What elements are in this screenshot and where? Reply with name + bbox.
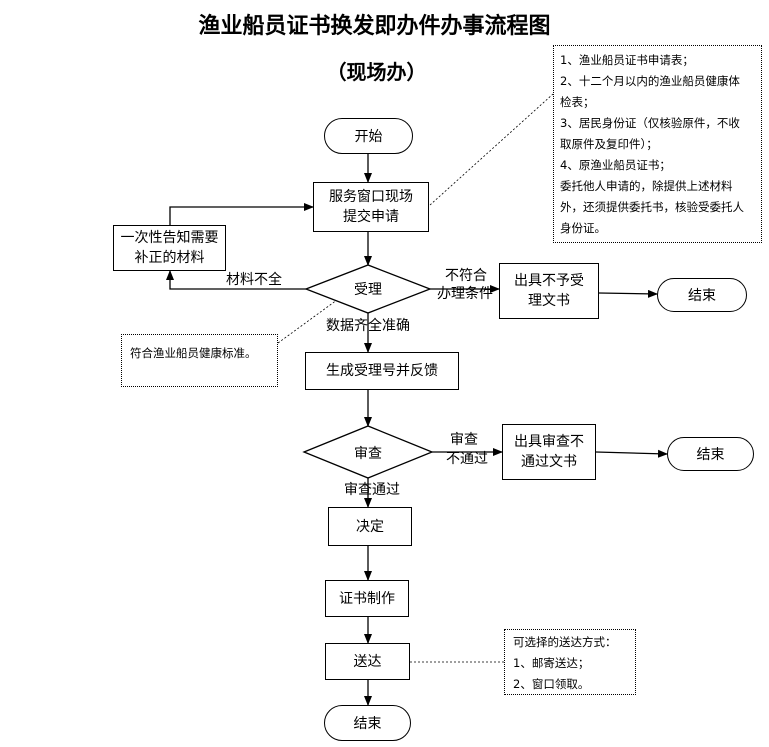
delivery-line: 可选择的送达方式： <box>513 635 617 649</box>
delivery-box: 送达 <box>325 643 410 680</box>
label-not-meet-line1: 不符合 <box>445 268 487 284</box>
review-node-label: 审查 <box>354 446 382 462</box>
page-title: 渔业船员证书换发即办件办事流程图 <box>198 13 551 39</box>
label-data-complete: 数据齐全准确 <box>326 318 410 334</box>
review-diamond <box>302 425 434 479</box>
reject-document-box: 出具不予受理文书 <box>499 263 599 319</box>
certificate-production-box: 证书制作 <box>325 580 409 617</box>
end-node-reject: 结束 <box>657 278 747 312</box>
required-materials-note: 1、渔业船员证书申请表； 2、十二个月以内的渔业船员健康体 检表； 3、居民身份… <box>553 45 762 243</box>
notify-supplement-box: 一次性告知需要补正的材料 <box>113 225 226 271</box>
materials-line: 2、十二个月以内的渔业船员健康体 <box>560 74 740 88</box>
materials-line: 取原件及复印件）； <box>560 137 658 151</box>
start-node: 开始 <box>324 118 413 154</box>
label-materials-incomplete: 材料不全 <box>226 272 282 288</box>
delivery-methods-note: 可选择的送达方式： 1、邮寄送达； 2、窗口领取。 <box>504 629 636 695</box>
end-node-final: 结束 <box>324 705 411 741</box>
health-note-text: 符合渔业船员健康标准。 <box>130 346 257 360</box>
materials-line: 3、居民身份证（仅核验原件，不收 <box>560 116 740 130</box>
generate-receipt-box: 生成受理号并反馈 <box>305 352 459 390</box>
decision-box: 决定 <box>328 507 412 546</box>
materials-line: 4、原渔业船员证书； <box>560 158 671 172</box>
submit-application-box: 服务窗口现场提交申请 <box>313 182 429 232</box>
review-fail-document-box: 出具审查不通过文书 <box>502 424 596 480</box>
materials-line: 外，还须提供委托书，核验受委托人 <box>560 200 744 214</box>
page-subtitle: （现场办） <box>326 60 427 84</box>
accept-node-label: 受理 <box>354 282 382 298</box>
materials-line: 委托他人申请的，除提供上述材料 <box>560 179 733 193</box>
materials-line: 1、渔业船员证书申请表； <box>560 53 694 67</box>
label-review-fail-line1: 审查 <box>450 432 478 448</box>
delivery-line: 2、窗口领取。 <box>513 677 590 691</box>
materials-line: 身份证。 <box>560 221 606 235</box>
health-standard-note: 符合渔业船员健康标准。 <box>121 334 278 387</box>
materials-line: 检表； <box>560 95 595 109</box>
end-node-review-fail: 结束 <box>667 437 754 471</box>
delivery-line: 1、邮寄送达； <box>513 656 590 670</box>
label-review-fail-line2: 不通过 <box>446 451 488 467</box>
accept-diamond <box>304 264 432 314</box>
label-not-meet-line2: 办理条件 <box>437 286 493 302</box>
label-review-pass: 审查通过 <box>344 482 400 498</box>
